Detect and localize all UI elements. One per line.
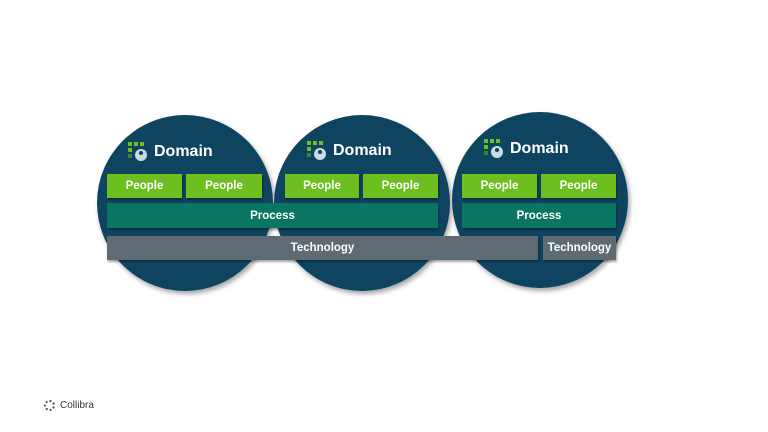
collibra-logo-icon — [44, 400, 55, 411]
people-box: People — [107, 174, 182, 198]
people-box: People — [186, 174, 262, 198]
technology-bar-shared: Technology — [107, 236, 538, 260]
domain-label: Domain — [154, 143, 213, 160]
domain-label: Domain — [333, 142, 392, 159]
brand-name: Collibra — [60, 400, 94, 411]
domain-icon — [307, 141, 327, 161]
domain-icon — [484, 139, 504, 159]
process-bar: Process — [462, 203, 616, 228]
process-bar-shared: Process — [107, 203, 438, 228]
domain-label: Domain — [510, 140, 569, 157]
domain-title-1: Domain — [128, 142, 213, 162]
technology-bar: Technology — [543, 236, 616, 260]
domain-icon — [128, 142, 148, 162]
domain-title-2: Domain — [307, 141, 392, 161]
domain-title-3: Domain — [484, 139, 569, 159]
people-box: People — [462, 174, 537, 198]
people-box: People — [541, 174, 616, 198]
people-box: People — [285, 174, 359, 198]
people-box: People — [363, 174, 438, 198]
collibra-logo: Collibra — [44, 400, 94, 411]
